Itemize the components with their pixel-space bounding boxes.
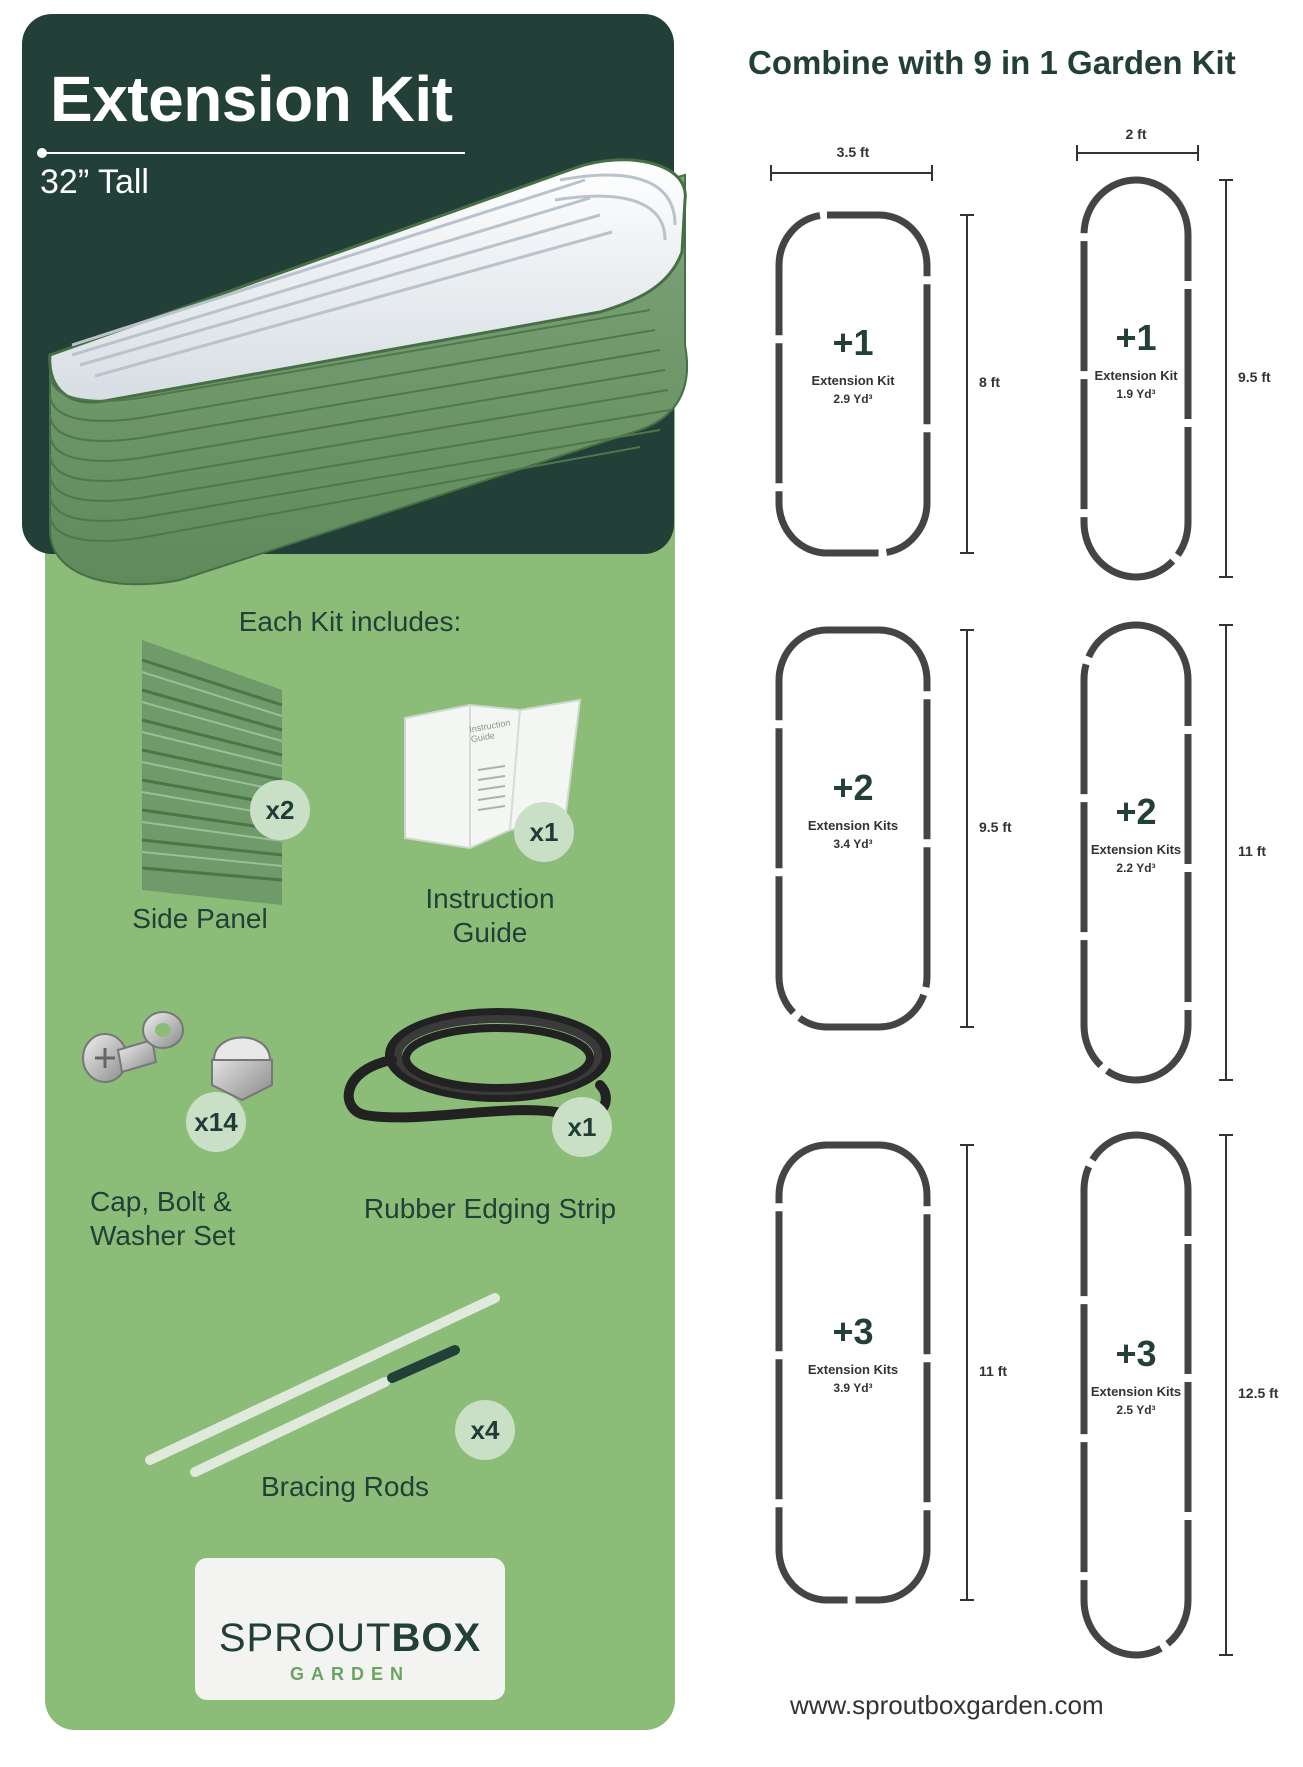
includes-heading: Each Kit includes: — [238, 606, 462, 637]
extension-kit-label: Extension Kits — [1090, 841, 1182, 857]
height-subtitle: 32” Tall — [40, 163, 149, 201]
soil-volume-label: 1.9 Yd³ — [1116, 386, 1156, 401]
website-url: www.sproutboxgarden.com — [790, 1690, 1104, 1720]
logo-garden-text: GARDEN — [289, 1664, 410, 1684]
page-title: Extension Kit — [50, 63, 453, 135]
raised-garden-bed-illustration — [48, 158, 689, 586]
extension-count: +2 — [832, 766, 874, 808]
logo-wordmark: SPROUTBOX — [195, 1616, 505, 1661]
sproutbox-logo: SPROUTBOX GARDEN — [195, 1558, 505, 1700]
soil-volume-label: 2.2 Yd³ — [1116, 860, 1156, 875]
width-label: 3.5 ft — [836, 144, 870, 160]
instruction-guide-label: Instruction Guide — [425, 883, 555, 949]
length-label: 9.5 ft — [1238, 368, 1271, 385]
rubber-edging-label: Rubber Edging Strip — [363, 1193, 617, 1224]
bracing-rods-label: Bracing Rods — [260, 1471, 430, 1502]
soil-volume-label: 2.5 Yd³ — [1116, 1403, 1156, 1417]
bracing-rods-count-badge: x4 — [455, 1400, 515, 1460]
width-label: 2 ft — [1125, 126, 1147, 142]
combine-heading: Combine with 9 in 1 Garden Kit — [748, 44, 1236, 81]
soil-volume-label: 3.9 Yd³ — [833, 1380, 873, 1395]
extension-count: +2 — [1115, 790, 1157, 832]
logo-sprout-text: SPROUT — [218, 1616, 392, 1660]
length-label: 11 ft — [1238, 842, 1267, 859]
side-panel-count-badge: x2 — [250, 780, 310, 840]
logo-box-text: BOX — [391, 1616, 482, 1660]
extension-count: +1 — [832, 322, 874, 363]
length-label: 12.5 ft — [1238, 1385, 1279, 1401]
rubber-edging-count-badge: x1 — [552, 1097, 612, 1157]
extension-count: +3 — [832, 1310, 874, 1352]
extension-count: +3 — [1115, 1333, 1157, 1374]
extension-kit-label: Extension Kits — [807, 817, 899, 833]
length-label: 9.5 ft — [979, 818, 1012, 835]
extension-kit-label: Extension Kits — [1090, 1384, 1182, 1399]
extension-kit-label: Extension Kit — [811, 373, 895, 388]
extension-kit-label: Extension Kits — [807, 1361, 899, 1377]
side-panel-label: Side Panel — [132, 903, 268, 934]
bolt-set-label: Cap, Bolt & Washer Set — [90, 1186, 236, 1252]
soil-volume-label: 3.4 Yd³ — [833, 836, 873, 851]
instruction-guide-count-badge: x1 — [514, 802, 574, 862]
length-label: 11 ft — [979, 1362, 1008, 1379]
extension-count: +1 — [1115, 316, 1157, 358]
length-label: 8 ft — [979, 374, 1000, 390]
bolt-cap-washer-icon — [82, 1011, 273, 1102]
extension-kit-label: Extension Kit — [1094, 367, 1178, 383]
soil-volume-label: 2.9 Yd³ — [833, 392, 873, 406]
bolt-set-count-badge: x14 — [186, 1092, 246, 1152]
bracing-rods-icon — [145, 1293, 500, 1477]
